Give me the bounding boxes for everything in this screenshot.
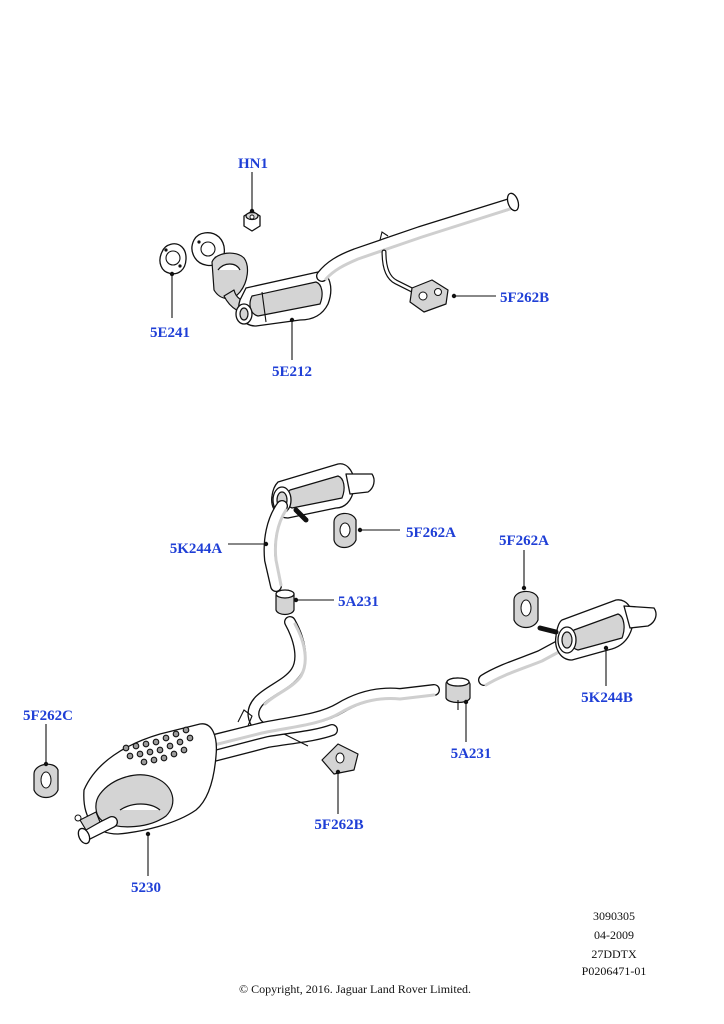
intermediate-pipe-part <box>208 616 440 762</box>
label-5f262b-lower[interactable]: 5F262B <box>314 817 363 833</box>
hanger-5f262b-lower-part[interactable] <box>321 743 359 775</box>
part-labels: HN1 5E241 5E212 5F262B 5K244A 5F262A 5A2… <box>23 156 633 896</box>
downpipe-catalyst-5e212-part[interactable] <box>191 192 521 327</box>
diagram-model: 27DDTX <box>591 947 637 961</box>
label-5f262c[interactable]: 5F262C <box>23 708 73 724</box>
front-exhaust-assembly <box>159 172 521 360</box>
clamp-5a231-middle-part[interactable] <box>275 589 295 616</box>
rear-pipe-part <box>478 636 572 687</box>
diagram-reference: P0206471-01 <box>582 964 647 978</box>
clamp-5a231-right-part[interactable] <box>445 677 471 710</box>
diagram-code: 3090305 <box>593 909 635 923</box>
label-5f262b-upper[interactable]: 5F262B <box>500 290 549 306</box>
lower-leader-lines <box>43 527 609 876</box>
label-5e241[interactable]: 5E241 <box>150 325 190 341</box>
label-5a231-right[interactable]: 5A231 <box>451 746 492 762</box>
label-5230[interactable]: 5230 <box>131 880 161 896</box>
rear-exhaust-assembly <box>33 463 657 876</box>
hanger-5f262a-right-part[interactable] <box>513 590 539 629</box>
label-5a231-middle[interactable]: 5A231 <box>338 594 379 610</box>
label-5f262a-middle[interactable]: 5F262A <box>406 525 456 541</box>
label-hn1[interactable]: HN1 <box>238 156 268 172</box>
label-5e212[interactable]: 5E212 <box>272 364 312 380</box>
label-5k244a[interactable]: 5K244A <box>170 541 223 557</box>
diagram-date: 04-2009 <box>594 928 634 942</box>
label-5f262a-right[interactable]: 5F262A <box>499 533 549 549</box>
hanger-5f262c-part[interactable] <box>33 763 59 799</box>
label-5k244b[interactable]: 5K244B <box>581 690 633 706</box>
upper-leader-lines <box>169 172 496 360</box>
hanger-5f262a-middle-part[interactable] <box>333 512 357 549</box>
copyright-notice: © Copyright, 2016. Jaguar Land Rover Lim… <box>239 982 471 996</box>
silencer-5k244b-part[interactable] <box>537 599 657 661</box>
silencer-5k244a-part[interactable] <box>263 463 375 592</box>
silencer-holes <box>122 726 194 766</box>
nut-hn1-part[interactable] <box>243 210 261 232</box>
gasket-5e241-part[interactable] <box>159 243 187 275</box>
hanger-5f262b-upper-part[interactable] <box>409 279 449 313</box>
silencer-5230-part[interactable] <box>74 723 218 846</box>
diagram-meta: 3090305 04-2009 27DDTX P0206471-01 © Cop… <box>239 909 646 996</box>
